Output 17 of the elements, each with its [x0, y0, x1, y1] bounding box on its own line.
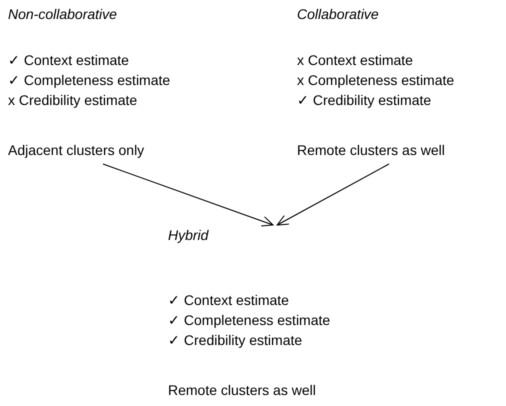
heading-text: Collaborative: [297, 5, 379, 24]
list-item-text: x Context estimate: [297, 51, 413, 70]
list-item-text: ✓ Credibility estimate: [168, 331, 302, 350]
list-item-text: x Credibility estimate: [8, 91, 138, 110]
list-item-text: x Completeness estimate: [297, 71, 454, 90]
note-text: Adjacent clusters only: [8, 141, 144, 160]
note-text: Remote clusters as well: [297, 141, 445, 160]
arrow: [276, 164, 390, 226]
list-item-text: ✓ Context estimate: [8, 51, 129, 70]
heading-text: Hybrid: [168, 226, 208, 245]
arrow: [102, 164, 274, 226]
list-item-text: ✓ Credibility estimate: [297, 91, 432, 110]
list-item-text: ✓ Context estimate: [168, 291, 289, 310]
list-item-text: ✓ Completeness estimate: [168, 311, 330, 330]
list-item-text: ✓ Completeness estimate: [8, 71, 170, 90]
note-text: Remote clusters as well: [168, 381, 316, 400]
heading-text: Non-collaborative: [8, 5, 117, 24]
